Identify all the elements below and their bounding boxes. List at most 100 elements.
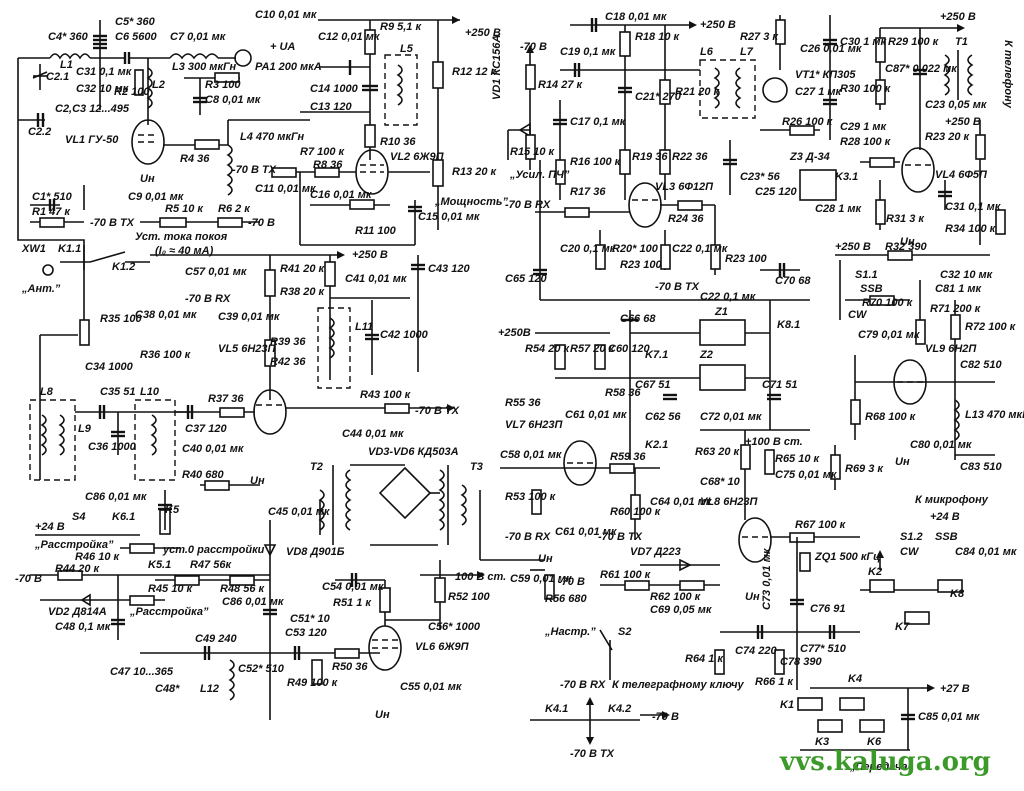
label-c23: C23 0,05 мк: [925, 99, 988, 111]
label-r64: R64 1 к: [685, 653, 724, 665]
label-k51: K5.1: [148, 559, 171, 571]
label-uh2: Uн: [250, 475, 265, 487]
label-vl1: VL1 ГУ-50: [65, 134, 119, 146]
label-k42: K4.2: [608, 703, 631, 715]
label-detune-a: „Расстройка”: [34, 539, 114, 551]
label-k4: K4: [848, 673, 862, 685]
label-r65: R65 10 к: [775, 453, 821, 465]
label-minus70tx-b: -70 В TX: [415, 405, 460, 417]
mic-amp: [830, 250, 995, 490]
label-c36: C36 1000: [88, 441, 137, 453]
label-c19: C19 0,1 мк: [560, 46, 617, 58]
label-k71: K7.1: [645, 349, 668, 361]
label-c47: C47 10...365: [110, 666, 174, 678]
filter-z3: [799, 169, 837, 201]
label-l12: L12: [200, 683, 219, 695]
relay-k4: [839, 697, 865, 711]
label-t3: T3: [470, 461, 483, 473]
label-r43: R43 100 к: [360, 389, 412, 401]
label-uh1: Uн: [140, 173, 155, 185]
label-ant: „Ант.”: [21, 283, 61, 295]
label-c61: C61 0,01 мк: [565, 409, 628, 421]
label-c10: C10 0,01 мк: [255, 9, 318, 21]
antenna-connector-icon: [42, 264, 54, 276]
label-ssb-a: SSB: [860, 283, 883, 295]
label-vt1: VT1* КП305: [795, 69, 856, 81]
label-r9: R9 5,1 к: [380, 21, 422, 33]
label-minus70-d: -70 В: [520, 41, 547, 53]
vl8-oscillator: [600, 429, 860, 690]
label-c73: C73 0,01 мк: [761, 547, 773, 610]
label-c32: C32 10 мк: [940, 269, 994, 281]
label-ssb-b: SSB: [935, 531, 958, 543]
label-r6: R6 2 к: [218, 203, 251, 215]
relay-k6: [859, 719, 885, 733]
label-c53: C53 120: [285, 627, 327, 639]
label-c72: C72 0,01 мк: [700, 411, 763, 423]
label-r32: R32 390: [885, 241, 927, 253]
filter-z2: [699, 364, 746, 391]
label-c55: C55 0,01 мк: [400, 681, 463, 693]
ssb-filters: [622, 300, 781, 460]
label-detune0: уст.0 расстройки: [162, 544, 265, 556]
label-c52: C52* 510: [238, 663, 285, 675]
relay-k1: [797, 697, 823, 711]
label-c62: C62 56: [645, 411, 681, 423]
label-ua: + UА: [270, 41, 295, 53]
label-c22c: C22 0,1 мк: [700, 291, 757, 303]
label-c83: C83 510: [960, 461, 1002, 473]
label-r61: R61 100 к: [600, 569, 652, 581]
label-r47: R47 56к: [190, 559, 232, 571]
label-t1: T1: [955, 36, 968, 48]
label-c22b: C22 0,1 мк: [672, 243, 729, 255]
label-cw-a: CW: [848, 309, 868, 321]
label-c31: C31 0,1 мк: [945, 201, 1002, 213]
label-c43: C43 120: [428, 263, 470, 275]
label-l4: L4 470 мкГн: [240, 131, 304, 143]
label-l10: L10: [140, 386, 160, 398]
label-k3: K3: [815, 736, 829, 748]
label-r26: R26 100 к: [782, 116, 834, 128]
label-r72: R72 100 к: [965, 321, 1017, 333]
label-s2: S2: [618, 626, 631, 638]
label-k21: K2.1: [645, 439, 668, 451]
vacuum-tube-vl4-icon: [901, 147, 935, 193]
label-r36: R36 100 к: [140, 349, 192, 361]
label-z2: Z2: [699, 349, 713, 361]
label-uh3: Uн: [375, 709, 390, 721]
label-minus70-bias: -70 В: [248, 217, 275, 229]
label-c16: C16 0,01 мк: [310, 189, 373, 201]
label-c65: C65 120: [505, 273, 547, 285]
label-tune: „Настр.”: [544, 626, 596, 638]
label-c22: C2.2: [28, 126, 51, 138]
vacuum-tube-vl8-icon: [738, 517, 772, 563]
label-r63: R63 20 к: [695, 446, 741, 458]
vl6-stage: [140, 520, 446, 720]
label-r3: R3 100: [205, 79, 241, 91]
label-c39: C39 0,01 мк: [218, 311, 281, 323]
label-c34: C34 1000: [85, 361, 134, 373]
label-c66: C66 68: [620, 313, 656, 325]
label-r24: R24 36: [668, 213, 704, 225]
label-c7: C7 0,01 мк: [170, 31, 227, 43]
label-r14: R14 27 к: [538, 79, 584, 91]
label-c67: C67 51: [635, 379, 670, 391]
label-l5: L5: [400, 43, 414, 55]
label-k7: K7: [895, 621, 910, 633]
label-c61b: C61 0,01 мк: [555, 526, 618, 538]
label-c64: C64 0,01 мк: [650, 496, 713, 508]
label-c28: C28 1 мк: [815, 203, 863, 215]
label-r66: R66 1 к: [755, 676, 794, 688]
label-r10: R10 36: [380, 136, 416, 148]
label-r5: R5 10 к: [165, 203, 204, 215]
label-c25: C25 120: [755, 186, 797, 198]
label-r19: R19 36: [632, 151, 668, 163]
label-minus70-e: -70 В: [558, 576, 585, 588]
label-vl6: VL6 6Ж9П: [415, 641, 470, 653]
label-r48: R48 56 к: [220, 583, 266, 595]
label-c8: C8 0,01 мк: [205, 94, 262, 106]
label-vl4: VL4 6Ф5П: [935, 169, 988, 181]
label-c57: C57 0,01 мк: [185, 266, 248, 278]
label-r67: R67 100 к: [795, 519, 847, 531]
label-l9: L9: [78, 423, 92, 435]
